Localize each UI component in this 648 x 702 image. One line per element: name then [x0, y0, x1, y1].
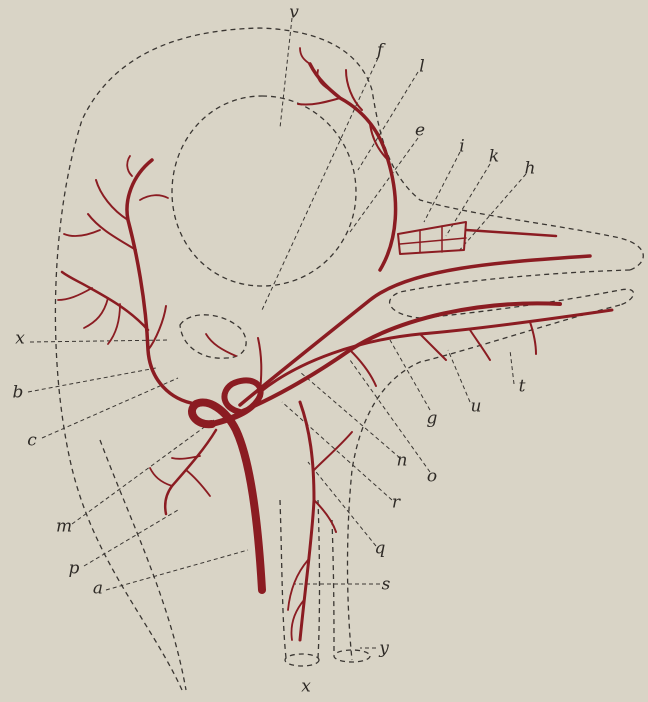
label-u: u: [471, 399, 482, 416]
vessel-network: [58, 48, 612, 640]
neck-tube-left-outline: [280, 500, 286, 658]
tube-end-x: [285, 654, 319, 666]
label-h: h: [525, 161, 536, 178]
head-outline: [55, 28, 643, 690]
label-f: f: [377, 43, 383, 60]
label-b: b: [13, 385, 24, 402]
neck-tube-right-outline: [318, 500, 320, 658]
label-s: s: [382, 577, 391, 594]
ear-capsule-outline: [180, 315, 246, 358]
label-x-bottom: x: [301, 679, 311, 696]
label-m: m: [56, 519, 72, 536]
tube-end-y: [334, 650, 370, 662]
label-i: i: [459, 139, 464, 156]
jaw-outline: [348, 305, 621, 660]
label-t: t: [519, 379, 526, 396]
label-c: c: [27, 433, 37, 450]
label-l: l: [419, 59, 424, 76]
neck-tube2-outline: [332, 520, 334, 655]
label-k: k: [489, 149, 499, 166]
label-p: p: [69, 561, 80, 578]
label-a: a: [93, 581, 103, 598]
label-e: e: [415, 123, 425, 140]
orbit-outline: [172, 96, 356, 286]
label-o: o: [427, 469, 437, 486]
leader-lines: [28, 18, 526, 648]
label-n: n: [397, 453, 408, 470]
label-x: x: [15, 331, 25, 348]
label-y: y: [379, 641, 389, 658]
label-g: g: [427, 411, 438, 428]
lower-outline: [100, 440, 186, 690]
label-q: q: [375, 541, 386, 558]
label-r: r: [392, 495, 400, 512]
label-v: v: [289, 5, 299, 22]
